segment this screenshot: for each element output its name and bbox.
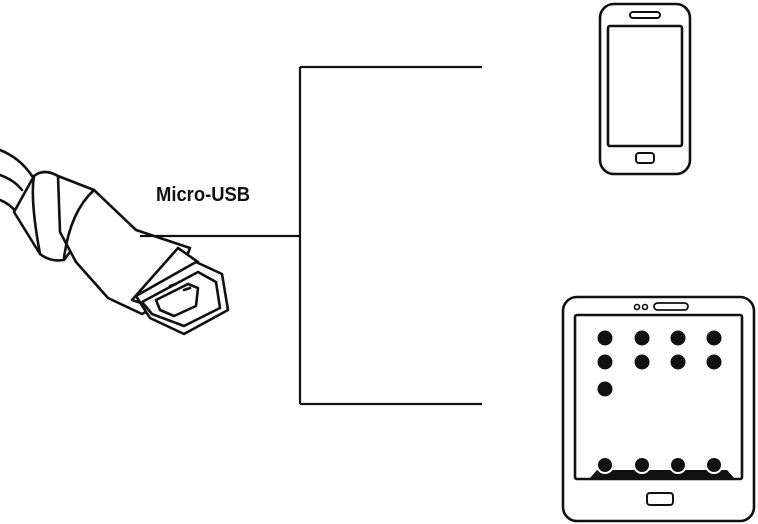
branch-lines bbox=[298, 65, 482, 406]
micro-usb-label: Micro-USB bbox=[156, 184, 251, 206]
tablet-dock bbox=[590, 456, 734, 478]
micro-usb-plug-icon bbox=[0, 148, 230, 336]
smartphone-icon bbox=[598, 2, 692, 176]
tablet-icon bbox=[561, 295, 756, 523]
tablet-app-icons bbox=[597, 330, 722, 397]
